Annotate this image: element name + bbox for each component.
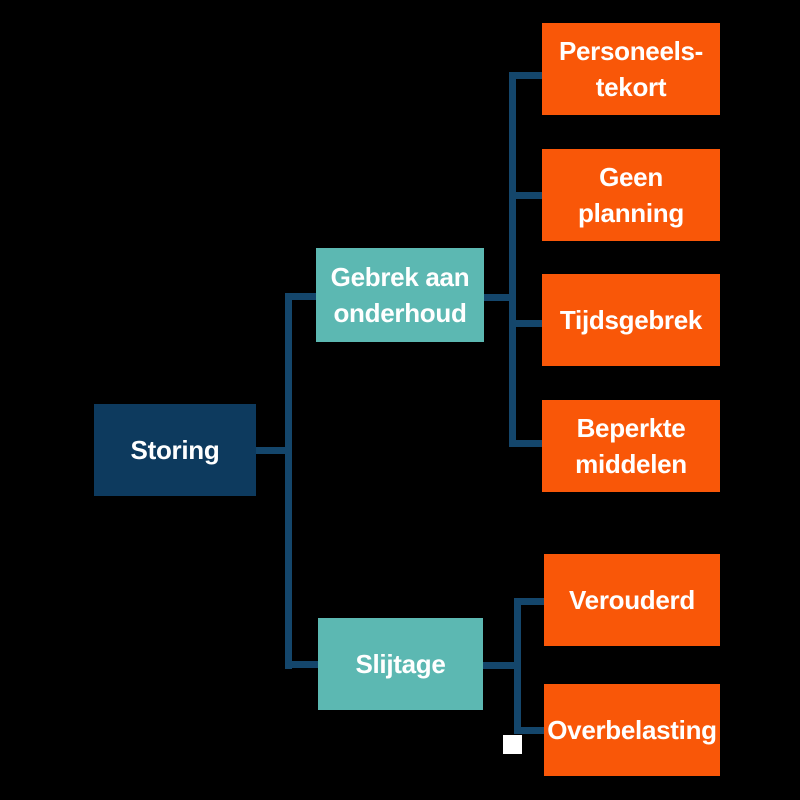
cause-node-label-line: Beperkte <box>576 413 686 443</box>
branch-node-label-line: onderhoud <box>333 298 467 328</box>
cause-node-label-line: middelen <box>575 449 687 479</box>
branch-node-wear: Slijtage <box>318 618 483 710</box>
connector-to-time-shortage <box>509 320 542 327</box>
cause-node-label-line: Verouderd <box>569 585 695 615</box>
cause-node-label-line: Geen <box>599 162 663 192</box>
connector-to-wear <box>285 661 318 668</box>
cause-node-label-line: tekort <box>595 72 667 102</box>
connector-root-horizontal <box>256 447 292 454</box>
connector-maintenance-horizontal <box>484 294 516 301</box>
cause-node-limited-resources: Beperkte middelen <box>542 400 720 492</box>
connector-maintenance-vertical <box>509 72 516 447</box>
connector-to-maintenance <box>285 293 316 300</box>
connector-to-limited-resources <box>509 440 542 447</box>
root-node-label: Storing <box>130 435 220 465</box>
cause-node-time-shortage: Tijdsgebrek <box>542 274 720 366</box>
cause-node-label-line: planning <box>578 198 684 228</box>
root-node-storing: Storing <box>94 404 256 496</box>
cause-node-personnel-shortage: Personeels- tekort <box>542 23 720 115</box>
connector-to-outdated <box>514 598 544 605</box>
connector-to-overload <box>514 727 544 734</box>
connector-wear-vertical <box>514 598 521 734</box>
connector-wear-horizontal <box>483 662 521 669</box>
branch-node-label-line: Gebrek aan <box>330 262 470 292</box>
cause-node-label-line: Tijdsgebrek <box>559 305 703 335</box>
cause-node-overload: Overbelasting <box>544 684 720 776</box>
connector-branch-vertical <box>285 293 292 669</box>
cause-node-label-line: Overbelasting <box>547 715 717 745</box>
cause-node-no-planning: Geen planning <box>542 149 720 241</box>
connector-to-personnel-shortage <box>509 72 542 79</box>
cause-node-label-line: Personeels- <box>558 36 704 66</box>
cause-node-outdated: Verouderd <box>544 554 720 646</box>
branch-node-label-line: Slijtage <box>355 649 446 679</box>
branch-node-maintenance: Gebrek aan onderhoud <box>316 248 484 342</box>
connector-to-no-planning <box>509 192 542 199</box>
white-square-artifact <box>503 735 522 754</box>
